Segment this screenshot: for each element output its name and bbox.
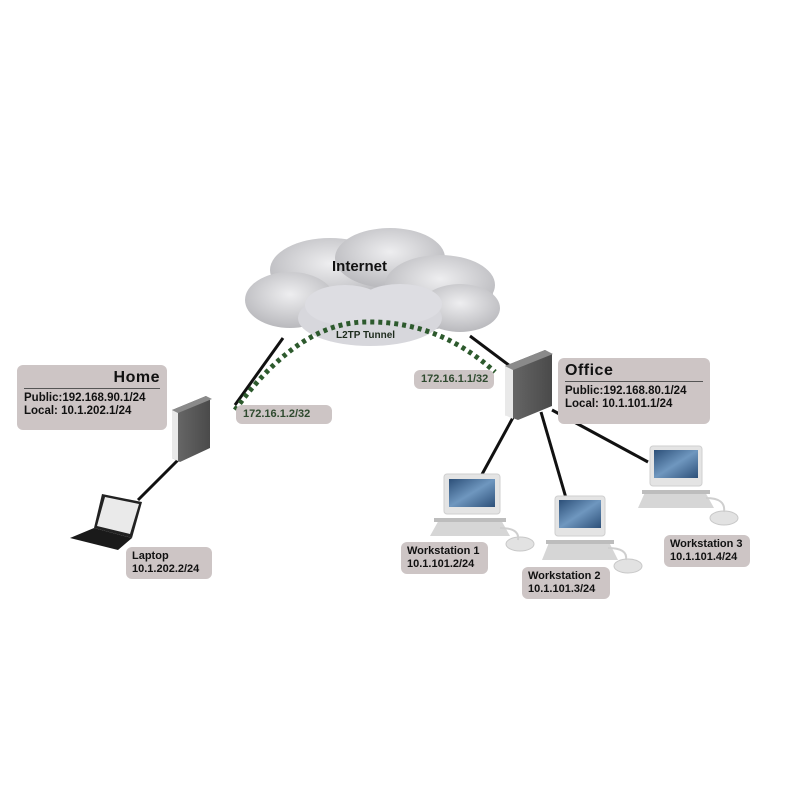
office-router-icon: [505, 350, 553, 420]
laptop-ip: 10.1.202.2/24: [132, 563, 200, 575]
office-local-label: Local:: [565, 398, 599, 410]
link-office-router-ws1: [478, 411, 518, 479]
home-public-row: Public:192.168.90.1/24: [24, 392, 160, 405]
workstation-2-ip: 10.1.101.3/24: [528, 583, 596, 595]
workstation-1-icon: [430, 473, 535, 552]
workstation-3-name: Workstation 3: [670, 538, 743, 550]
workstation-2-name: Workstation 2: [528, 570, 601, 582]
link-home-router-internet: [233, 337, 285, 406]
workstation-3-ip: 10.1.101.4/24: [670, 551, 738, 563]
office-info-box: Office Public:192.168.80.1/24 Local: 10.…: [558, 358, 710, 424]
workstation-1-ip: 10.1.101.2/24: [407, 558, 475, 570]
office-public-row: Public:192.168.80.1/24: [565, 385, 703, 398]
laptop-label: Laptop 10.1.202.2/24: [126, 547, 212, 579]
workstation-3-icon: [638, 445, 739, 526]
internet-label: Internet: [332, 258, 388, 275]
home-local-row: Local: 10.1.202.1/24: [24, 405, 160, 418]
link-office-router-ws2: [539, 411, 568, 499]
office-local-row: Local: 10.1.101.1/24: [565, 398, 703, 411]
home-router-icon: [172, 396, 212, 462]
l2tp-tunnel-label: L2TP Tunnel: [336, 330, 396, 341]
workstation-1-name: Workstation 1: [407, 545, 480, 557]
home-title: Home: [24, 369, 160, 389]
workstation-2-label: Workstation 2 10.1.101.3/24: [522, 567, 610, 599]
link-home-router-laptop: [136, 458, 180, 502]
office-public-label: Public:: [565, 385, 604, 397]
home-public-label: Public:: [24, 392, 63, 404]
office-title: Office: [565, 362, 703, 382]
link-office-router-internet: [469, 334, 511, 368]
home-local-label: Local:: [24, 405, 58, 417]
office-public-value: 192.168.80.1/24: [603, 385, 687, 397]
workstation-1-label: Workstation 1 10.1.101.2/24: [401, 542, 488, 574]
internet-cloud: [245, 228, 500, 346]
home-tunnel-ip: 172.16.1.2/32: [236, 405, 332, 424]
l2tp-tunnel-path: [232, 319, 497, 412]
workstation-3-label: Workstation 3 10.1.101.4/24: [664, 535, 750, 567]
laptop-name: Laptop: [132, 550, 169, 562]
home-public-value: 192.168.90.1/24: [62, 392, 146, 404]
workstation-2-icon: [542, 495, 643, 574]
home-local-value: 10.1.202.1/24: [61, 405, 132, 417]
home-info-box: Home Public:192.168.90.1/24 Local: 10.1.…: [17, 365, 167, 430]
office-local-value: 10.1.101.1/24: [602, 398, 673, 410]
office-tunnel-ip: 172.16.1.1/32: [414, 370, 494, 389]
laptop-icon: [70, 494, 142, 550]
